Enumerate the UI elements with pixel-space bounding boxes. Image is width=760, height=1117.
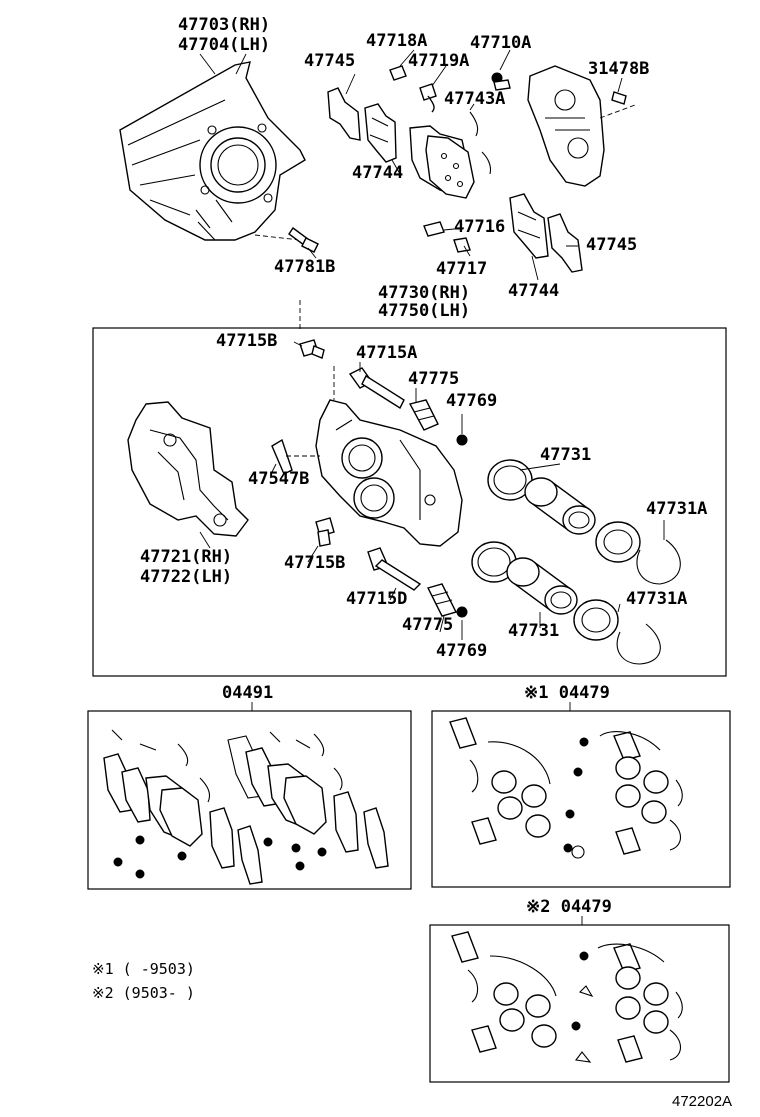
spring-47743A [469,111,479,137]
boot-47775-lower [426,583,458,617]
brake-pad-inner [409,125,475,199]
label-47715B-bottom: 47715B [284,553,345,573]
label-47744-top: 47744 [352,163,403,183]
pin-47716 [423,221,445,237]
retaining-ring-lower [616,623,661,665]
label-47775-upper: 47775 [408,369,459,389]
bolt-31478B [611,91,627,105]
label-kit-04479-1: ※1 04479 [524,683,610,703]
label-47745-top: 47745 [304,51,355,71]
dust-cover [119,61,306,241]
clip-47719A [419,83,437,101]
diagram-number: 472202A [672,1093,732,1110]
label-47710A: 47710A [470,33,531,53]
bleeder-47547B [271,438,293,475]
retaining-ring-upper [636,539,681,585]
kit-04479-1-contents [449,717,683,859]
pin-47710A [491,72,511,91]
label-47721: 47721(RH) [140,547,232,567]
shim-47745-right [547,213,583,273]
piston-seal-lower [471,541,517,583]
label-47731-upper: 47731 [540,445,591,465]
label-kit-04479-2: ※2 04479 [526,897,612,917]
label-47704: 47704(LH) [178,35,270,55]
label-47719A: 47719A [408,51,469,71]
boot-47775-upper [408,399,439,431]
label-47703: 47703(RH) [178,15,270,35]
note-1: ※1 ( -9503) [92,960,195,978]
label-47715D: 47715D [346,589,407,609]
bolt-47781B [288,227,319,253]
label-47769-upper: 47769 [446,391,497,411]
caliper-top-right [527,65,636,187]
shim-47744-right [509,193,549,259]
clip-47718A [389,65,407,81]
clip-47717 [453,237,471,253]
label-47715A: 47715A [356,343,417,363]
kit-04491-contents [103,729,389,885]
note-2: ※2 (9503- ) [92,984,195,1002]
slide-pin-47715A [348,367,405,410]
kit-box-04491 [87,710,412,890]
piston-lower [506,557,578,615]
piston-upper [524,477,596,535]
label-47715B-top: 47715B [216,331,277,351]
label-47743A: 47743A [444,89,505,109]
label-47716: 47716 [454,217,505,237]
bolt-47715B-bottom [315,517,335,547]
label-47781B: 47781B [274,257,335,277]
label-47731A-lower: 47731A [626,589,687,609]
shim-47744-left [364,103,397,163]
label-47731-lower: 47731 [508,621,559,641]
shim-47745-left [327,87,361,141]
label-47775-lower: 47775 [402,615,453,635]
label-47722: 47722(LH) [140,567,232,587]
label-47769-lower: 47769 [436,641,487,661]
bolt-47715B-top [299,339,325,359]
label-kit-04491: 04491 [222,683,273,703]
label-47731A-upper: 47731A [646,499,707,519]
label-47717: 47717 [436,259,487,279]
label-47750: 47750(LH) [378,301,470,321]
caliper-body [315,399,463,547]
caliper-bracket [127,401,249,537]
bushing-47769-upper [456,434,468,446]
kit-box-04479-1 [431,710,731,888]
kit-box-04479-2 [429,924,730,1083]
label-47744-right: 47744 [508,281,559,301]
bushing-47769-lower [456,606,468,618]
piston-boot-upper [595,521,641,563]
label-47547B: 47547B [248,469,309,489]
label-47718A: 47718A [366,31,427,51]
piston-boot-lower [573,599,619,641]
slide-pin-47715D [367,547,422,591]
caliper-assembly-frame [92,327,727,677]
label-47730: 47730(RH) [378,283,470,303]
label-31478B: 31478B [588,59,649,79]
label-47745-right: 47745 [586,235,637,255]
kit-04479-2-contents [451,931,683,1063]
